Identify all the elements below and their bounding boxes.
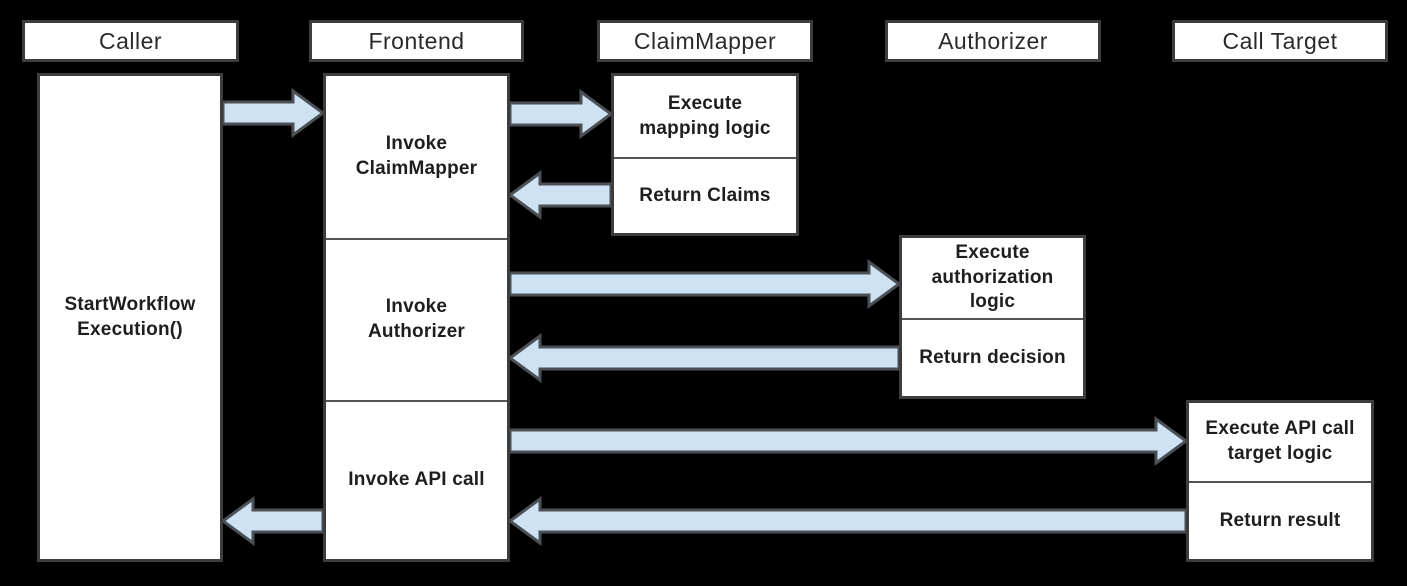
step-return-claims: Return Claims [614, 157, 796, 233]
step-start-workflow-execution: StartWorkflow Execution() [40, 76, 220, 559]
step-label: Execute authorization logic [931, 241, 1054, 313]
lane-header-label: Call Target [1222, 27, 1338, 54]
activation-frontend: Invoke ClaimMapper Invoke Authorizer Inv… [323, 73, 510, 562]
step-label: Return result [1219, 509, 1341, 531]
lane-header-label: Frontend [368, 27, 465, 54]
step-label: Return decision [919, 346, 1066, 368]
arrow-frontend-to-calltarget [508, 416, 1189, 466]
arrow-claimmapper-return-to-frontend [507, 170, 613, 220]
lane-header-authorizer: Authorizer [885, 20, 1101, 62]
step-execute-api-call-target-logic: Execute API call target logic [1189, 403, 1371, 481]
step-label: Invoke Authorizer [368, 296, 465, 342]
step-execute-authorization-logic: Execute authorization logic [902, 238, 1083, 318]
lane-header-caller: Caller [22, 20, 239, 62]
step-label: Return Claims [639, 184, 771, 206]
step-invoke-authorizer: Invoke Authorizer [326, 238, 507, 400]
activation-caller: StartWorkflow Execution() [37, 73, 223, 562]
lane-header-label: Caller [98, 27, 163, 54]
step-label: Execute mapping logic [639, 92, 771, 139]
arrow-frontend-return-to-caller [220, 496, 325, 546]
arrow-caller-to-frontend [221, 88, 326, 138]
lane-header-claimmapper: ClaimMapper [597, 20, 813, 62]
arrow-frontend-to-claimmapper [508, 89, 614, 139]
lane-header-frontend: Frontend [309, 20, 524, 62]
step-return-result: Return result [1189, 481, 1371, 559]
step-label: Invoke ClaimMapper [355, 133, 478, 179]
step-invoke-api-call: Invoke API call [326, 400, 507, 559]
arrow-authorizer-return-to-frontend [507, 333, 901, 383]
step-invoke-claimmapper: Invoke ClaimMapper [326, 76, 507, 238]
step-execute-mapping-logic: Execute mapping logic [614, 76, 796, 157]
step-label: Invoke API call [348, 469, 485, 491]
lane-header-label: ClaimMapper [633, 27, 777, 54]
arrow-calltarget-return-to-frontend [507, 496, 1188, 546]
activation-claimmapper: Execute mapping logic Return Claims [611, 73, 799, 236]
step-label: Execute API call target logic [1205, 418, 1355, 464]
arrow-frontend-to-authorizer [508, 259, 902, 309]
lane-header-label: Authorizer [938, 27, 1048, 54]
activation-calltarget: Execute API call target logic Return res… [1186, 400, 1374, 562]
step-return-decision: Return decision [902, 318, 1083, 396]
lane-header-calltarget: Call Target [1172, 20, 1388, 62]
activation-authorizer: Execute authorization logic Return decis… [899, 235, 1086, 399]
step-label: StartWorkflow Execution() [64, 293, 196, 340]
